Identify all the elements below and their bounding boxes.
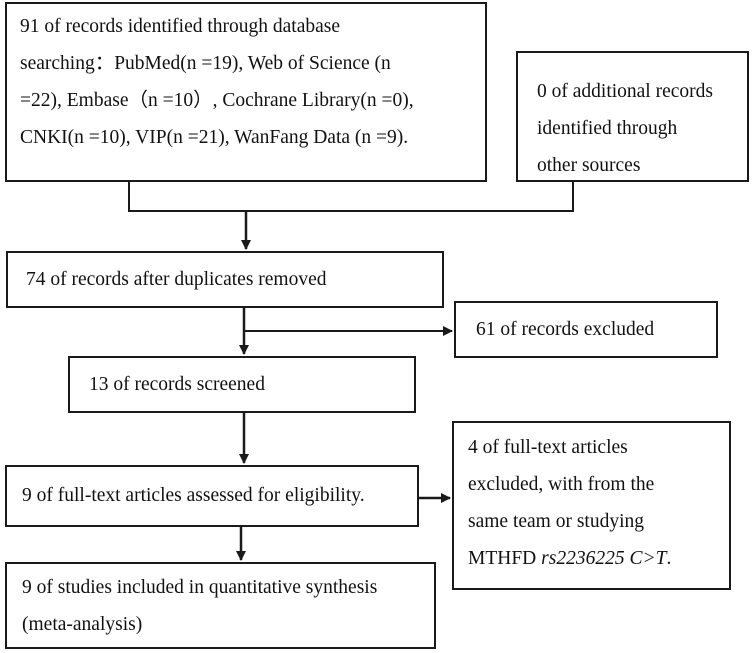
screened-box: 13 of records screened [68,356,416,413]
identified-database-line-2: searching：PubMed(n =19), Web of Science … [20,53,391,74]
included-line-2: (meta-analysis) [22,614,143,635]
identified-database-line-4: CNKI(n =10), VIP(n =21), WanFang Data (n… [20,127,409,148]
identified-other-line-1: 0 of additional records [537,81,713,102]
included-line-1: 9 of studies included in quantitative sy… [22,577,378,598]
fulltext-excluded-line-4: MTHFD rs2236225 C>T. [468,540,729,577]
identified-other-line-3: other sources [537,155,641,176]
screened-text: 13 of records screened [89,374,265,395]
identified-other-sources-box: 0 of additional records identified throu… [516,51,749,182]
fulltext-excluded-line-3: same team or studying [468,511,645,532]
fulltext-excluded-variant: rs2236225 C>T [541,548,667,569]
assessed-box: 9 of full-text articles assessed for eli… [5,465,419,527]
identified-database-box: 91 of records identified through databas… [5,2,487,182]
merge-connector [128,182,574,212]
after-duplicates-box: 74 of records after duplicates removed [6,251,444,308]
fulltext-excluded-gene: MTHFD [468,548,542,569]
fulltext-excluded-line-1: 4 of full-text articles [468,437,628,458]
identified-other-line-2: identified through [537,118,678,139]
after-duplicates-text: 74 of records after duplicates removed [26,269,327,290]
included-box: 9 of studies included in quantitative sy… [5,562,436,649]
fulltext-excluded-line-2: excluded, with from the [468,474,655,495]
identified-database-line-3: =22), Embase（n =10）, Cochrane Library(n … [20,90,414,111]
fulltext-excluded-period: . [666,548,672,569]
records-excluded-text: 61 of records excluded [476,319,655,340]
records-excluded-box: 61 of records excluded [454,301,718,358]
identified-database-line-1: 91 of records identified through databas… [20,16,341,37]
fulltext-excluded-box: 4 of full-text articles excluded, with f… [452,421,731,590]
assessed-text: 9 of full-text articles assessed for eli… [22,485,365,506]
